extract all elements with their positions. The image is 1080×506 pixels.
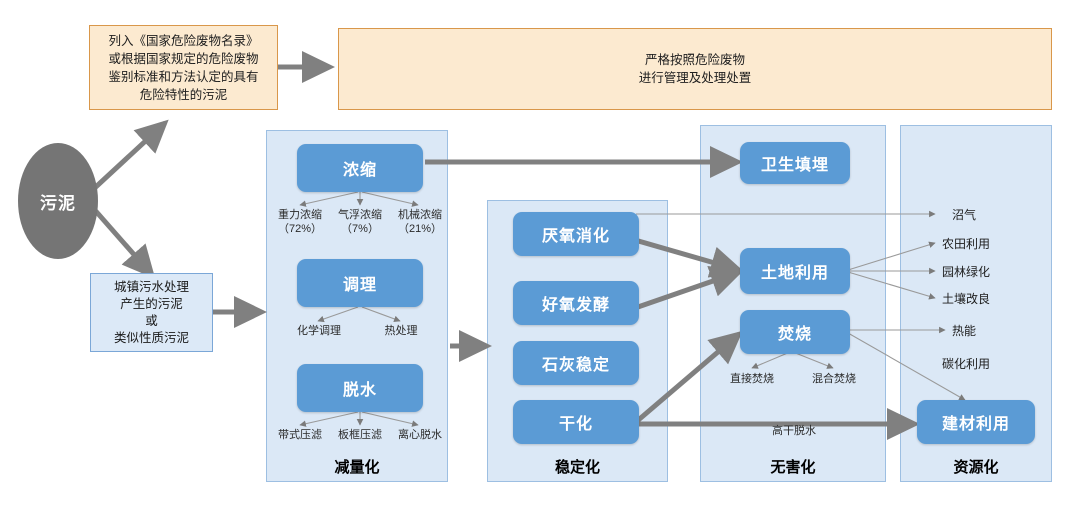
treatment-line-2: 进行管理及处理处置 [638,71,752,85]
resource-item-biogas: 沼气 [952,208,977,222]
process-box-land-label: 土地利用 [760,265,829,282]
hazardous-line-4: 危险特性的污泥 [139,87,228,102]
panel-label-stabilization: 稳定化 [554,459,600,476]
process-box-aerobic-label: 好氧发酵 [541,297,610,314]
hazardous-treatment-box[interactable]: 严格按照危险废物 进行管理及处理处置 [338,28,1052,110]
process-box-landfill-label: 卫生填埋 [760,157,829,174]
caption-gravity-value: （72%） [277,223,323,235]
municipal-line-4: 类似性质污泥 [113,330,189,345]
caption-direct-name: 直接焚烧 [730,373,774,385]
panel-label-resource: 资源化 [953,459,999,476]
process-box-thickening-label: 浓缩 [342,162,377,179]
panel-label-harmless: 无害化 [770,459,816,476]
hazardous-classification-box[interactable]: 列入《国家危险废物名录》 或根据国家规定的危险废物 鉴别标准和方法认定的具有 危… [89,25,278,110]
edge-sludge-to-hazardous [84,119,169,198]
process-box-lime-stabilization[interactable]: 石灰稳定 [513,341,639,385]
source-node-label: 污泥 [40,193,76,213]
caption-flotation-thickening: 气浮浓缩 （7%） [322,208,398,236]
process-box-conditioning[interactable]: 调理 [297,259,423,307]
caption-direct-incineration: 直接焚烧 [716,372,788,386]
caption-centrifuge-name: 离心脱水 [398,429,442,441]
caption-gravity-name: 重力浓缩 [278,209,322,221]
caption-high-dry-dewatering: 高干脱水 [752,424,836,438]
process-box-anaerobic-digestion[interactable]: 厌氧消化 [513,212,639,256]
process-box-land-application[interactable]: 土地利用 [740,248,850,294]
process-box-incineration-label: 焚烧 [777,326,812,343]
process-box-conditioning-label: 调理 [342,277,377,294]
caption-belt-name: 带式压滤 [278,429,322,441]
source-node-sludge[interactable]: 污泥 [18,143,98,259]
caption-flotation-value: （7%） [341,223,379,235]
caption-mechanical-value: （21%） [397,223,443,235]
caption-high-dry-label: 高干脱水 [772,425,816,437]
process-box-anaerobic-label: 厌氧消化 [541,228,610,245]
resource-item-farmland: 农田利用 [942,237,991,251]
process-box-dewatering-label: 脱水 [342,382,377,399]
resource-item-heat: 热能 [952,324,977,338]
treatment-line-1: 严格按照危险废物 [644,53,745,67]
caption-belt-press: 带式压滤 [262,428,338,442]
caption-mixed-incineration: 混合焚烧 [798,372,870,386]
caption-mixed-name: 混合焚烧 [812,373,856,385]
process-box-lime-label: 石灰稳定 [541,357,610,374]
process-box-aerobic-fermentation[interactable]: 好氧发酵 [513,281,639,325]
municipal-line-2: 产生的污泥 [120,296,183,311]
process-box-building-material-label: 建材利用 [941,416,1010,433]
municipal-line-3: 或 [145,313,158,328]
process-box-building-material[interactable]: 建材利用 [917,400,1035,444]
hazardous-treatment-text: 严格按照危险废物 进行管理及处理处置 [639,51,752,87]
hazardous-line-3: 鉴别标准和方法认定的具有 [108,69,259,84]
municipal-line-1: 城镇污水处理 [113,279,189,294]
process-box-drying[interactable]: 干化 [513,400,639,444]
caption-chemical-conditioning: 化学调理 [281,324,357,338]
hazardous-line-2: 或根据国家规定的危险废物 [108,51,259,66]
caption-gravity-thickening: 重力浓缩 （72%） [262,208,338,236]
resource-item-carbonization: 碳化利用 [942,357,991,371]
caption-centrifuge: 离心脱水 [382,428,458,442]
caption-mechanical-name: 机械浓缩 [398,209,442,221]
process-box-incineration[interactable]: 焚烧 [740,310,850,354]
hazardous-line-1: 列入《国家危险废物名录》 [108,33,259,48]
caption-plate-press: 板框压滤 [322,428,398,442]
caption-plate-name: 板框压滤 [338,429,382,441]
municipal-sludge-text: 城镇污水处理 产生的污泥 或 类似性质污泥 [114,279,189,347]
caption-mechanical-thickening: 机械浓缩 （21%） [382,208,458,236]
panel-label-reduction: 减量化 [334,459,380,476]
process-box-sanitary-landfill[interactable]: 卫生填埋 [740,142,850,184]
process-box-drying-label: 干化 [558,416,593,433]
caption-thermal-name: 热处理 [384,325,418,337]
process-box-dewatering[interactable]: 脱水 [297,364,423,412]
caption-flotation-name: 气浮浓缩 [338,209,382,221]
process-box-thickening[interactable]: 浓缩 [297,144,423,192]
resource-item-soil-improvement: 土壤改良 [942,292,991,306]
municipal-sludge-box[interactable]: 城镇污水处理 产生的污泥 或 类似性质污泥 [90,273,213,352]
caption-chemical-name: 化学调理 [297,325,341,337]
hazardous-classification-text: 列入《国家危险废物名录》 或根据国家规定的危险废物 鉴别标准和方法认定的具有 危… [108,32,258,104]
caption-thermal-treatment: 热处理 [368,324,434,338]
resource-item-landscaping: 园林绿化 [942,265,991,279]
